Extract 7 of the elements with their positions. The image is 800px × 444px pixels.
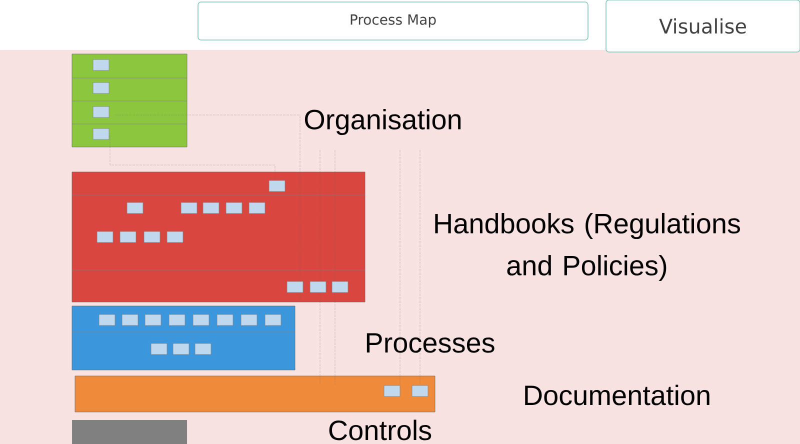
title-box: Process Map — [198, 2, 588, 40]
tab: Visualise — [606, 0, 800, 52]
section-label: Handbooks (Regulations and Policies) — [435, 212, 740, 282]
section-label: Processes — [366, 333, 494, 353]
section-label: Documentation — [525, 384, 710, 406]
section-label: Controls — [329, 420, 432, 440]
section-label: Organisation — [304, 108, 461, 136]
